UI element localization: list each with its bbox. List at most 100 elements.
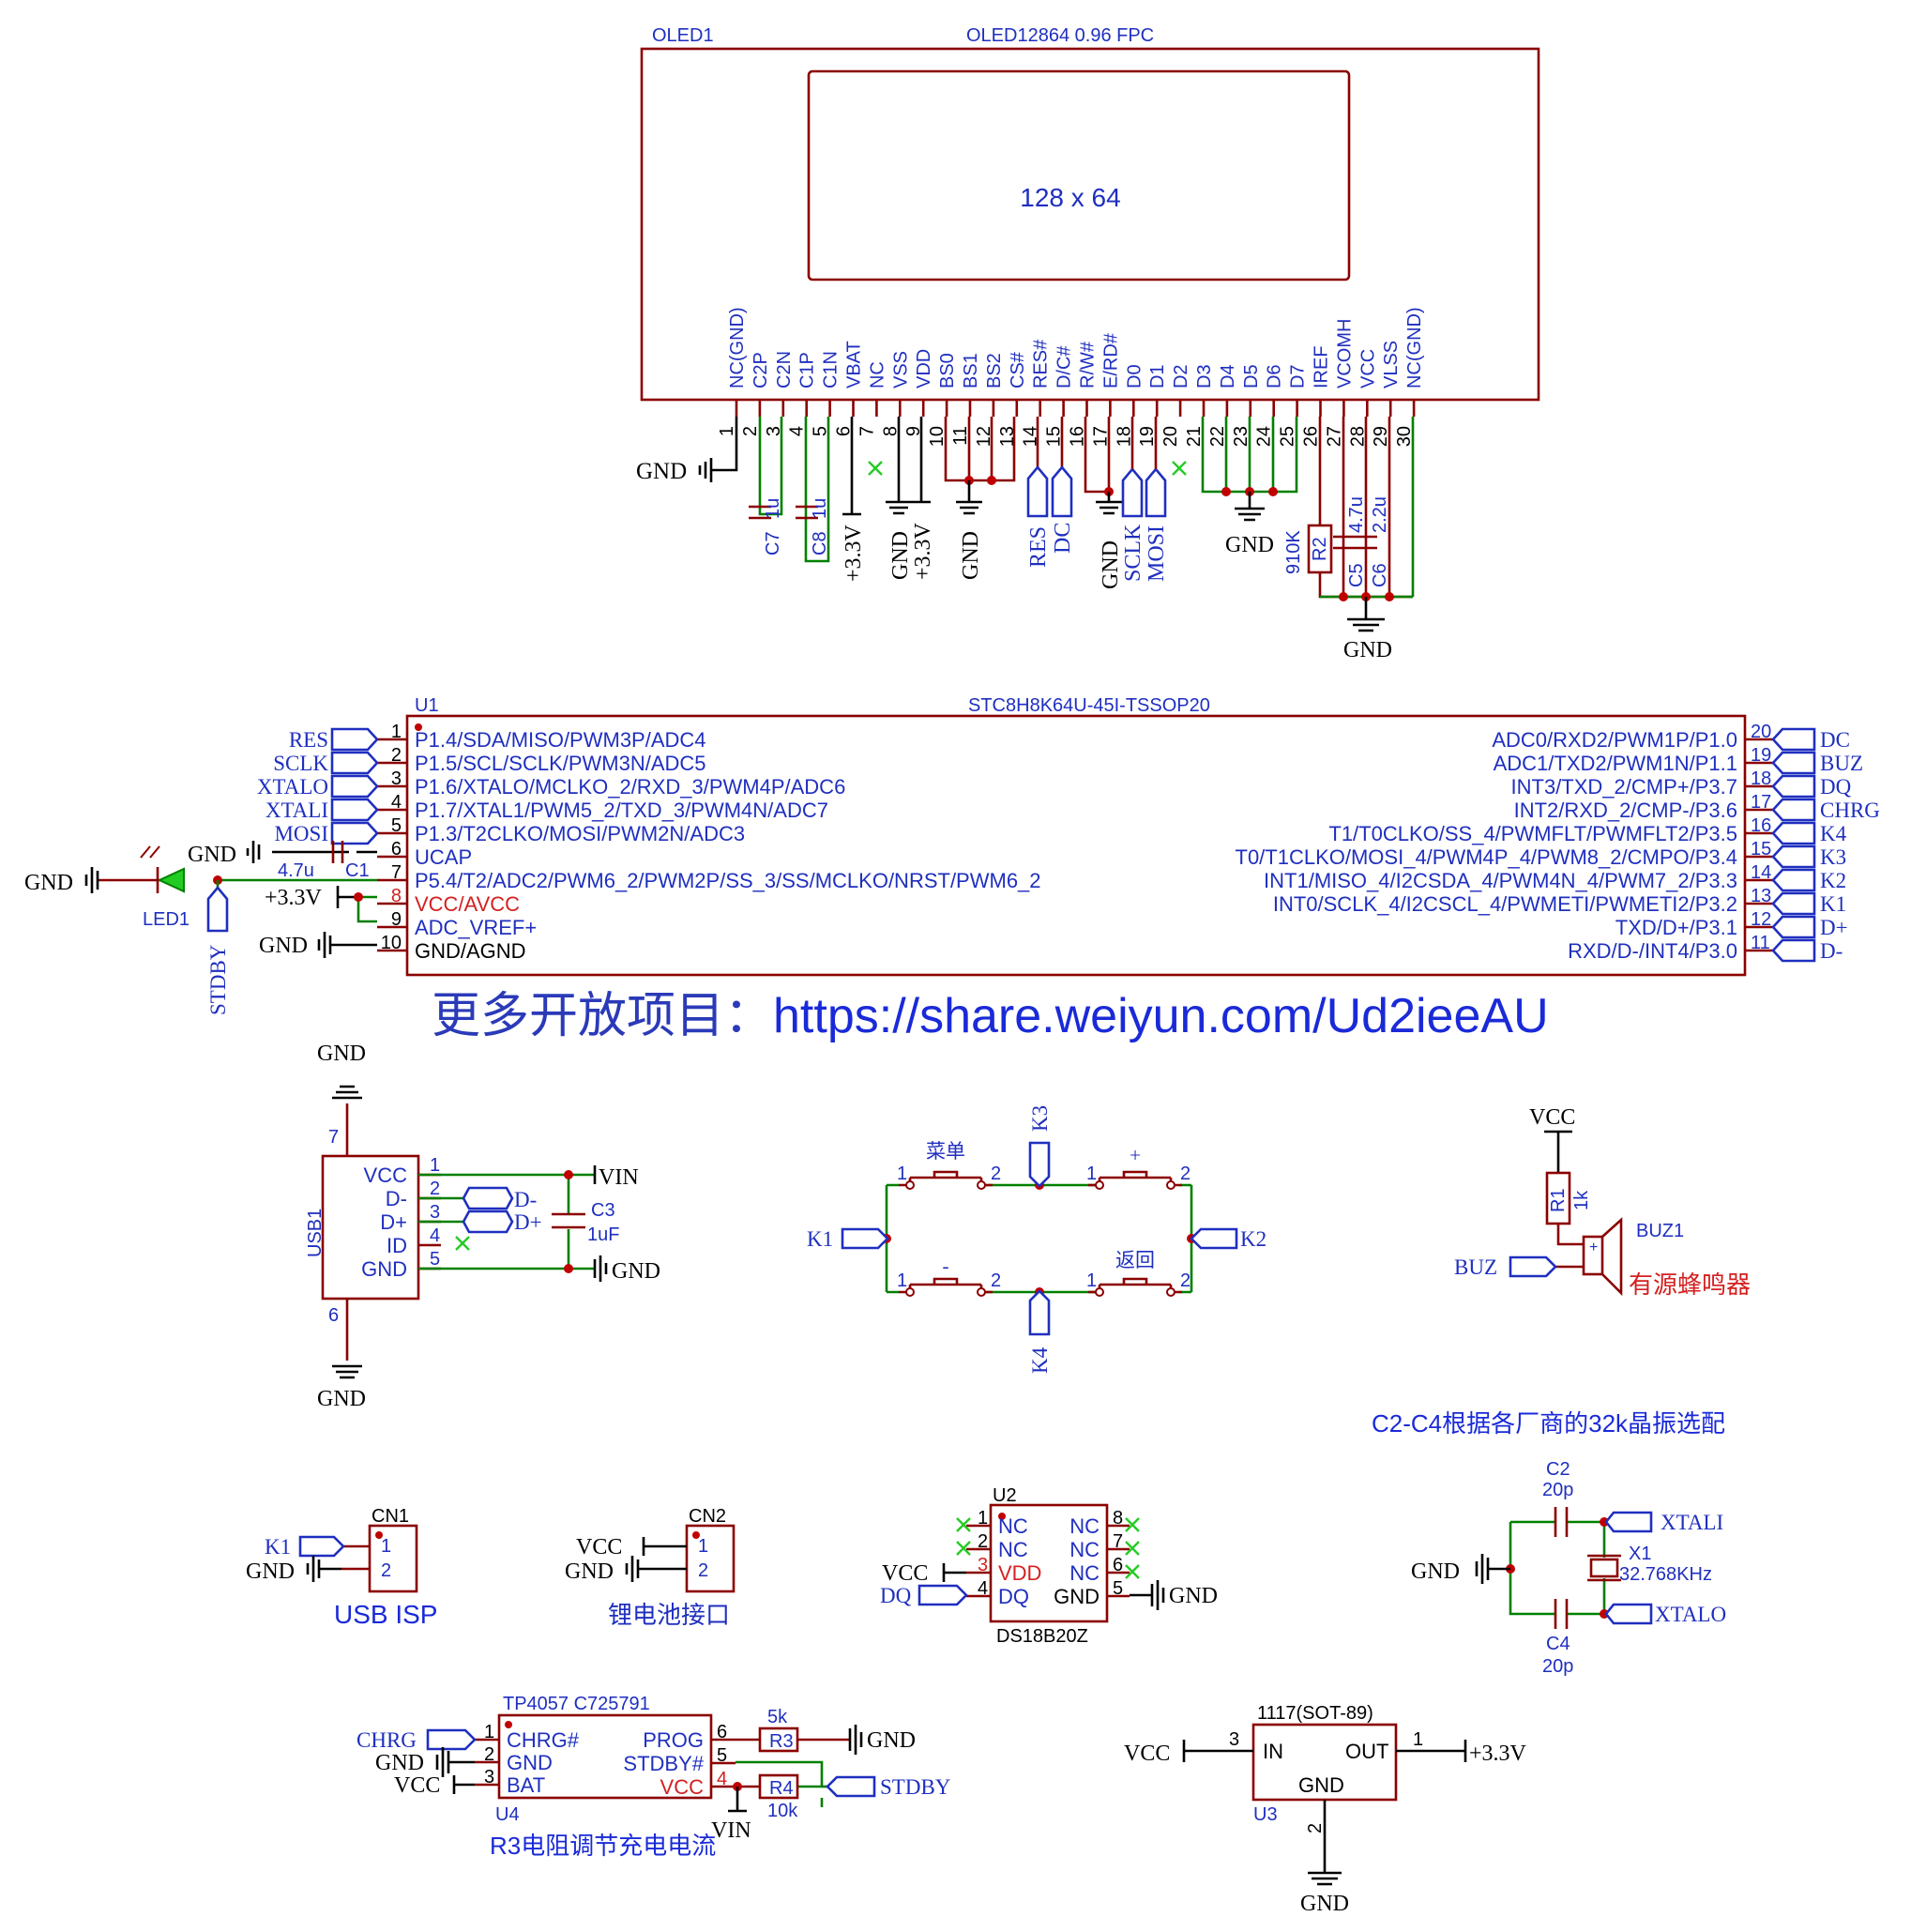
- mcu-pin-name: P1.4/SDA/MISO/PWM3P/ADC4: [415, 728, 706, 752]
- usb-data-wires: [418, 1196, 469, 1224]
- oled-pin-name: C1P: [797, 352, 818, 388]
- cn1-body: [368, 1524, 418, 1593]
- key-back-label: 返回: [1115, 1249, 1155, 1271]
- c2-value: 20p: [1542, 1480, 1573, 1500]
- ldo-in-num: 3: [1229, 1729, 1239, 1750]
- cn2-net-vcc: VCC: [576, 1535, 622, 1559]
- oled-pin-name: D2: [1171, 364, 1191, 388]
- c6-value: 2.2u: [1370, 496, 1390, 533]
- ground-symbol: [435, 1747, 475, 1777]
- cn1-caption: USB ISP: [334, 1600, 437, 1629]
- button-contact: [1166, 1287, 1175, 1297]
- c8-wire: [804, 417, 830, 563]
- usb-pin-name: D-: [386, 1187, 407, 1210]
- mcu-pin-name: T1/T0CLKO/SS_4/PWMFLT/PWMFLT2/P3.5: [1328, 822, 1737, 845]
- c8-symbol: [796, 505, 818, 520]
- button-pin-1: 1: [897, 1164, 907, 1184]
- oled-screen: [807, 69, 1351, 281]
- ldo-ground: [1308, 1800, 1342, 1886]
- r3-body: [758, 1727, 799, 1753]
- ldo-out-net: +3.3V: [1469, 1742, 1527, 1766]
- usb-pin-number: 3: [430, 1202, 440, 1223]
- ground-symbol: [848, 1725, 863, 1755]
- gnd-label: GND: [188, 843, 236, 867]
- mcu-pin-name: INT0/SCLK_4/I2CSCL_4/PWMETI/PWMETI2/P3.2: [1273, 892, 1737, 916]
- nc-mark-icon: [956, 1541, 971, 1556]
- x1-plates: [1587, 1554, 1621, 1582]
- junction: [1221, 487, 1231, 496]
- sensor-pin-number: 3: [978, 1555, 988, 1575]
- sensor-pin-number: 2: [978, 1531, 988, 1552]
- sensor-pin-name: NC: [1069, 1561, 1100, 1585]
- c3-symbol: [552, 1212, 585, 1229]
- bs-ground: [956, 480, 982, 515]
- oled-ref: OLED1: [652, 25, 714, 46]
- charger-pin-name: PROG: [643, 1728, 704, 1752]
- oled-pin-name: R/W#: [1078, 341, 1099, 388]
- button-contact: [905, 1180, 915, 1190]
- oled-pin-number: 21: [1184, 426, 1205, 447]
- oled-pin-name: D4: [1218, 364, 1238, 388]
- mcu-net-label: DQ: [1820, 775, 1852, 799]
- c3-ref: C3: [591, 1200, 615, 1221]
- vin-label: VIN: [599, 1165, 639, 1190]
- net-flag: [1771, 915, 1816, 939]
- oled-pin-number: 12: [974, 426, 994, 447]
- net-flag: [330, 798, 379, 822]
- r4-value: 10k: [767, 1801, 798, 1821]
- r4-ref: R4: [769, 1778, 794, 1799]
- rw-wires: [1084, 417, 1111, 494]
- c1-ref: C1: [345, 860, 370, 881]
- oled-pin-name: VSS: [890, 351, 911, 388]
- nc-mark-icon: [1172, 461, 1187, 476]
- mcu-pin-number: 18: [1751, 768, 1771, 789]
- mcu-left-pins: P1.4/SDA/MISO/PWM3P/ADC41RESP1.5/SCL/SCL…: [257, 722, 1041, 963]
- p33-label: +3.3V: [265, 886, 323, 910]
- c2-ref: C2: [1546, 1459, 1570, 1480]
- buzzer-caption: 有源蜂鸣器: [1629, 1271, 1751, 1299]
- charger-gnd-label: GND: [375, 1751, 424, 1775]
- charger-pin-name: GND: [507, 1751, 553, 1774]
- oled-pin-number: 22: [1207, 426, 1228, 447]
- gnd-label: GND: [959, 531, 983, 580]
- k4-flag: [1028, 1289, 1051, 1336]
- oled-pin-number: 7: [857, 426, 877, 436]
- junction: [354, 892, 363, 902]
- sensor-vcc-label: VCC: [882, 1561, 928, 1586]
- oled-pin-name: C2N: [774, 351, 795, 388]
- sensor-ref: U2: [993, 1485, 1017, 1506]
- charger-stdby-label: STDBY: [880, 1775, 951, 1799]
- usb-pin-number: 1: [430, 1155, 440, 1176]
- net-flag: [1771, 891, 1816, 916]
- r3-ref: R3: [769, 1731, 794, 1752]
- sensor-pin-number: 1: [978, 1508, 988, 1529]
- k3-label: K3: [1028, 1105, 1052, 1132]
- stdby-wire: [736, 1760, 824, 1807]
- oled-pin-name: E/RD#: [1100, 332, 1121, 388]
- oled-pin-number: 11: [950, 426, 971, 446]
- c5-value: 4.7u: [1346, 496, 1367, 533]
- sensor-vcc-wire: [942, 1563, 966, 1582]
- vin-wire: [728, 1787, 747, 1813]
- dc-flag: [1051, 464, 1073, 518]
- ground-symbol: [698, 458, 713, 482]
- c4-value: 20p: [1542, 1656, 1573, 1677]
- mcu-pin-name: P1.7/XTAL1/PWM5_2/TXD_3/PWM4N/ADC7: [415, 799, 828, 822]
- mcu-net-label: BUZ: [1820, 752, 1863, 775]
- usb-power-wires: [418, 1173, 595, 1270]
- oled-pin-name: VCOMH: [1334, 319, 1355, 388]
- mcu-pin-number: 8: [391, 886, 402, 906]
- oled-gnd-wire: [711, 417, 738, 472]
- gnd-label: GND: [317, 1042, 366, 1066]
- mcu-pin-name: INT2/RXD_2/CMP-/P3.6: [1514, 799, 1737, 822]
- dq-flag: [918, 1584, 968, 1606]
- r1-ref: R1: [1548, 1188, 1569, 1212]
- banner-url[interactable]: https://share.weiyun.com/Ud2ieeAU: [773, 989, 1549, 1043]
- crystal-gnd-label: GND: [1411, 1559, 1460, 1584]
- usb-pin-name: VCC: [364, 1164, 408, 1187]
- ldo-out-num: 1: [1413, 1729, 1423, 1750]
- mcu-pin-number: 20: [1751, 722, 1771, 742]
- usb-shield-top: 7: [328, 1127, 339, 1148]
